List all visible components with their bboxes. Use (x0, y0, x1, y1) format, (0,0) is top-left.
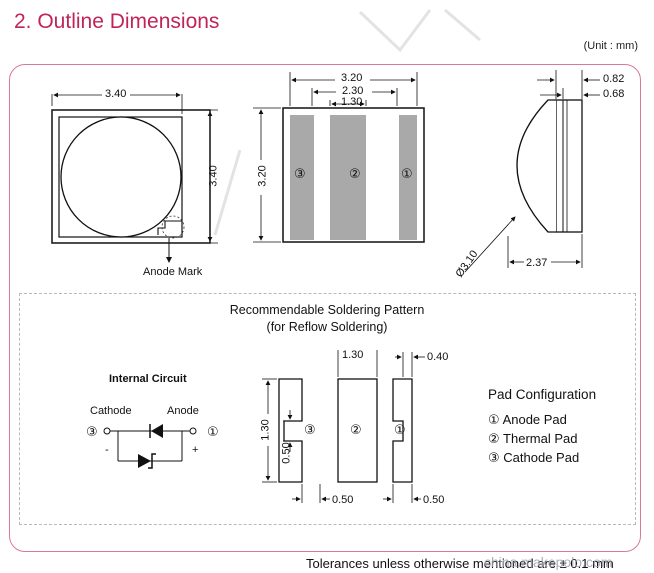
cathode-land (278, 378, 303, 483)
solder-dim-040: 0.40 (427, 351, 449, 363)
thermal-land (337, 378, 378, 483)
thermal-pad (330, 115, 366, 240)
anode-land (392, 378, 413, 483)
side-body (555, 99, 583, 233)
pad-config-item: ③ Cathode Pad (488, 450, 596, 466)
pad-config-label: Anode Pad (502, 412, 567, 427)
internal-circuit-title: Internal Circuit (109, 373, 187, 385)
bottom-width-pad: 1.30 (341, 96, 363, 108)
soldering-section (19, 293, 636, 525)
plus-sign: + (192, 444, 199, 456)
solder-dim-050-bottom-a: 0.50 (332, 494, 354, 506)
side-dome (516, 99, 556, 233)
background-watermark (213, 8, 481, 236)
watermark-text: china.makepolo.com (484, 554, 613, 570)
circuit-anode-num: ① (207, 424, 219, 439)
anode-mark-label: Anode Mark (143, 266, 203, 278)
side-bottom-dim: 2.37 (526, 257, 548, 269)
led-diode-symbol (151, 424, 163, 438)
solder-dim-130-side: 1.30 (259, 419, 272, 441)
bottom-height-dim: 3.20 (256, 165, 269, 187)
internal-circuit-drawing (103, 424, 197, 469)
bottom-pad-label-3: ③ (294, 166, 306, 181)
unit-label: (Unit : mm) (583, 40, 638, 52)
pad-config-heading: Pad Configuration (488, 387, 597, 402)
solder-dim-130-top: 1.30 (342, 349, 364, 361)
pad-configuration: Pad Configuration ① Anode Pad ② Thermal … (488, 387, 596, 466)
side-view (464, 70, 600, 273)
anode-label: Anode (167, 405, 199, 417)
bottom-pad-label-1: ① (401, 166, 413, 181)
soldering-title-line2: (for Reflow Soldering) (266, 320, 388, 334)
cathode-label: Cathode (90, 405, 132, 417)
anode-pad (399, 115, 417, 240)
pad-config-num: ① (488, 412, 500, 427)
soldering-pattern-drawing (262, 350, 425, 503)
minus-sign: - (105, 444, 109, 456)
pad-config-label: Cathode Pad (503, 450, 580, 465)
side-top-dim-2: 0.68 (603, 88, 625, 100)
solder-pad-label-3: ③ (304, 422, 316, 437)
pad-config-num: ② (488, 431, 500, 446)
page-title: 2. Outline Dimensions (14, 10, 220, 33)
bottom-width-mid: 2.30 (342, 85, 364, 97)
pad-config-item: ① Anode Pad (488, 412, 596, 428)
solder-pad-label-1: ① (394, 422, 406, 437)
anode-notch (157, 220, 182, 235)
side-top-dim-1: 0.82 (603, 73, 625, 85)
pad-config-label: Thermal Pad (503, 431, 578, 446)
solder-pad-label-2: ② (350, 422, 362, 437)
zener-symbol (138, 454, 151, 468)
soldering-title-line1: Recommendable Soldering Pattern (229, 303, 425, 317)
anode-mark-circle (161, 215, 185, 239)
pad-notch (372, 169, 384, 181)
top-view (51, 92, 218, 263)
lens-circle (60, 116, 182, 238)
pad-config-item: ② Thermal Pad (488, 431, 596, 447)
solder-dim-050-side: 0.50 (280, 442, 293, 464)
top-height-dim: 3.40 (207, 165, 220, 187)
solder-dim-050-bottom-b: 0.50 (423, 494, 445, 506)
bottom-width-total: 3.20 (341, 72, 363, 84)
outline-frame (9, 64, 641, 552)
bottom-view (253, 72, 425, 243)
tolerance-note: Tolerances unless otherwise mentioned ar… (306, 556, 614, 571)
top-width-dim: 3.40 (105, 88, 127, 100)
cathode-pad (290, 115, 314, 240)
pad-config-num: ③ (488, 450, 500, 465)
circuit-cathode-num: ③ (86, 424, 98, 439)
bottom-pad-label-2: ② (349, 166, 361, 181)
soldering-title: Recommendable Soldering Pattern (for Ref… (0, 302, 654, 336)
